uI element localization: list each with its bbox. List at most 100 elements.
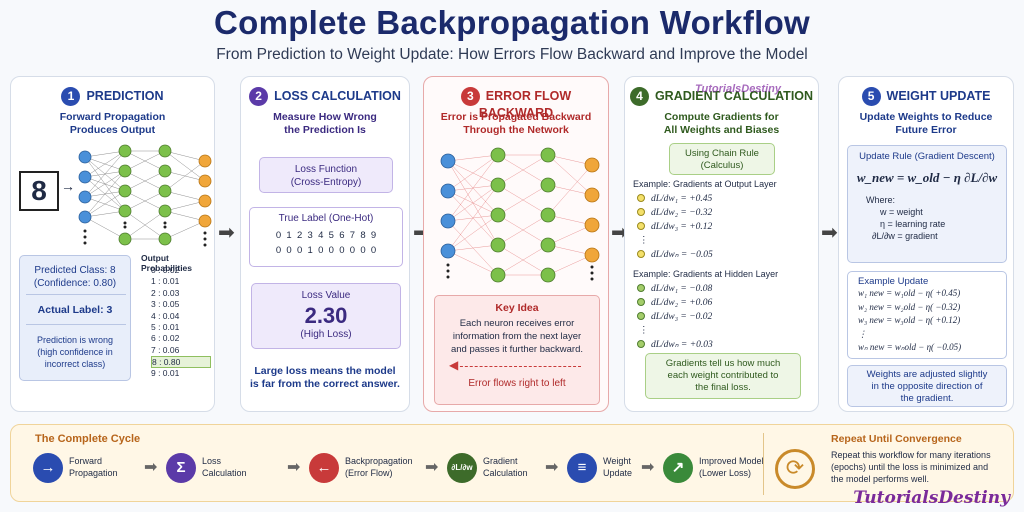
gradient-value: dL/dwₙ = +0.03 bbox=[651, 340, 713, 350]
cycle-step-icon: → bbox=[33, 453, 63, 483]
card-title: WEIGHT UPDATE bbox=[886, 88, 991, 103]
cycle-step-icon: Σ bbox=[166, 453, 196, 483]
step-arrow-icon: ➡ bbox=[821, 222, 838, 244]
gradient-dot-icon bbox=[637, 208, 645, 217]
gradient-row: ⋮ bbox=[637, 324, 812, 338]
error-flow-label: Error flows right to left bbox=[468, 378, 566, 389]
cycle-step-label-line1: Improved Model bbox=[699, 456, 764, 466]
gradient-row: dL/dw₃ = −0.02 bbox=[637, 310, 812, 324]
input-arrow-icon: → bbox=[61, 178, 75, 194]
output-probabilities-title: Output Probabilities bbox=[141, 253, 193, 273]
cycle-arrow-icon: ➡ bbox=[425, 459, 439, 476]
forward-network-diagram bbox=[78, 144, 212, 247]
loss-function-box: Loss Function(Cross-Entropy) bbox=[259, 157, 393, 193]
step-number-badge: 4 bbox=[629, 87, 649, 106]
gradient-dot-icon bbox=[637, 298, 645, 307]
update-rule-box: Update Rule (Gradient Descent) w_new = w… bbox=[847, 145, 1007, 263]
page-subtitle: From Prediction to Weight Update: How Er… bbox=[216, 46, 808, 63]
gradient-dot-icon bbox=[637, 312, 645, 321]
loss-value-box: Loss Value 2.30 (High Loss) bbox=[251, 283, 401, 349]
card-title: LOSS CALCULATION bbox=[274, 88, 401, 103]
gradient-row: dL/dwₙ = −0.05 bbox=[637, 248, 812, 262]
gradient-row: dL/dw₁ = +0.45 bbox=[637, 192, 812, 206]
cycle-step-label-line1: Weight bbox=[603, 456, 631, 466]
repeat-text: Repeat this workflow for many iterations… bbox=[831, 450, 991, 484]
card-title: ERROR FLOW BACKWARD bbox=[478, 88, 572, 120]
onehot-row: 0 0 0 1 0 0 0 0 0 0 bbox=[275, 245, 377, 256]
gradient-dot-icon bbox=[637, 194, 645, 203]
example-update-row: w₁ new = w₁old − η( +0.45) bbox=[858, 288, 961, 298]
output-probability-item: 8 : 0.80 bbox=[151, 356, 211, 368]
gradient-dot-icon bbox=[637, 340, 645, 349]
example-update-row: wₙ new = wₙold − η( −0.05) bbox=[858, 342, 962, 352]
card-gradient-header: 4 GRADIENT CALCULATION bbox=[625, 87, 818, 106]
step-number-badge: 2 bbox=[249, 87, 269, 106]
vertical-ellipsis: ⋮ bbox=[639, 325, 649, 336]
update-formula: w_new = w_old − η ∂L/∂w bbox=[856, 170, 998, 185]
example-update-row: w₃ new = w₃old − η( +0.12) bbox=[858, 315, 961, 325]
cycle-step-icon: ≡ bbox=[567, 453, 597, 483]
output-probability-item: 4 : 0.04 bbox=[151, 310, 180, 321]
card-update-header: 5 WEIGHT UPDATE bbox=[839, 87, 1013, 106]
watermark-logo: TutorialsDestiny bbox=[695, 83, 781, 95]
cycle-step-label-line2: (Error Flow) bbox=[345, 468, 393, 478]
step-arrow-icon: ➡ bbox=[611, 222, 628, 244]
brand-logo: TutorialsDestiny bbox=[853, 488, 1010, 508]
weight-definition: w = weight bbox=[880, 207, 923, 217]
true-label-box: True Label (One-Hot) 0 1 2 3 4 5 6 7 8 9… bbox=[249, 207, 403, 267]
card-title: PREDICTION bbox=[86, 88, 164, 103]
gradient-value: dL/dw₁ = +0.45 bbox=[651, 194, 713, 204]
vertical-ellipsis: ⋮ bbox=[639, 235, 649, 246]
left-arrow-icon: ◀ bbox=[449, 358, 459, 372]
actual-label-text: Actual Label: 3 bbox=[37, 304, 113, 316]
output-probability-item: 2 : 0.03 bbox=[151, 287, 180, 298]
loss-value-number: 2.30 bbox=[304, 303, 348, 328]
gradient-dot-icon bbox=[637, 284, 645, 293]
step-number-badge: 1 bbox=[61, 87, 81, 106]
cycle-title: The Complete Cycle bbox=[35, 433, 141, 445]
gradient-dot-icon bbox=[637, 222, 645, 231]
output-probability-item: 6 : 0.02 bbox=[151, 333, 180, 344]
output-gradients-title: Example: Gradients at Output Layer bbox=[633, 179, 777, 189]
output-probability-item: 0 : 0.02 bbox=[151, 265, 180, 275]
output-probability-item: 7 : 0.06 bbox=[151, 344, 180, 355]
cycle-arrow-icon: ➡ bbox=[641, 459, 655, 476]
gradient-value: dL/dw₃ = −0.02 bbox=[651, 312, 713, 322]
repeat-title: Repeat Until Convergence bbox=[831, 433, 962, 445]
cycle-step-label-line1: Backpropagation bbox=[345, 456, 413, 466]
gradient-row: dL/dw₂ = −0.32 bbox=[637, 206, 812, 220]
card-title: GRADIENT CALCULATION bbox=[654, 88, 814, 103]
gradient-row: dL/dwₙ = +0.03 bbox=[637, 338, 812, 352]
cycle-arrow-icon: ➡ bbox=[545, 459, 559, 476]
example-update-list: w₁ new = w₁old − η( +0.45)w₂ new = w₂old… bbox=[848, 287, 1006, 355]
backward-arrow-line bbox=[455, 366, 581, 367]
step-number-badge: 5 bbox=[861, 87, 881, 106]
loss-value-title: Loss Value bbox=[301, 290, 351, 301]
output-probability-item: 9 : 0.01 bbox=[151, 367, 180, 378]
gradient-value: dL/dw₂ = +0.06 bbox=[651, 298, 713, 308]
output-probability-item: 1 : 0.01 bbox=[151, 276, 180, 287]
update-rule-title: Update Rule (Gradient Descent) bbox=[859, 151, 995, 162]
input-digit-image: 8 bbox=[19, 171, 59, 211]
cycle-step-label-line2: Propagation bbox=[69, 468, 118, 478]
cycle-step-icon: ∂L/∂w bbox=[447, 453, 477, 483]
true-label-title: True Label (One-Hot) bbox=[278, 213, 374, 224]
gradient-value: dL/dwₙ = −0.05 bbox=[651, 250, 713, 260]
cycle-arrow-icon: ➡ bbox=[144, 459, 158, 476]
